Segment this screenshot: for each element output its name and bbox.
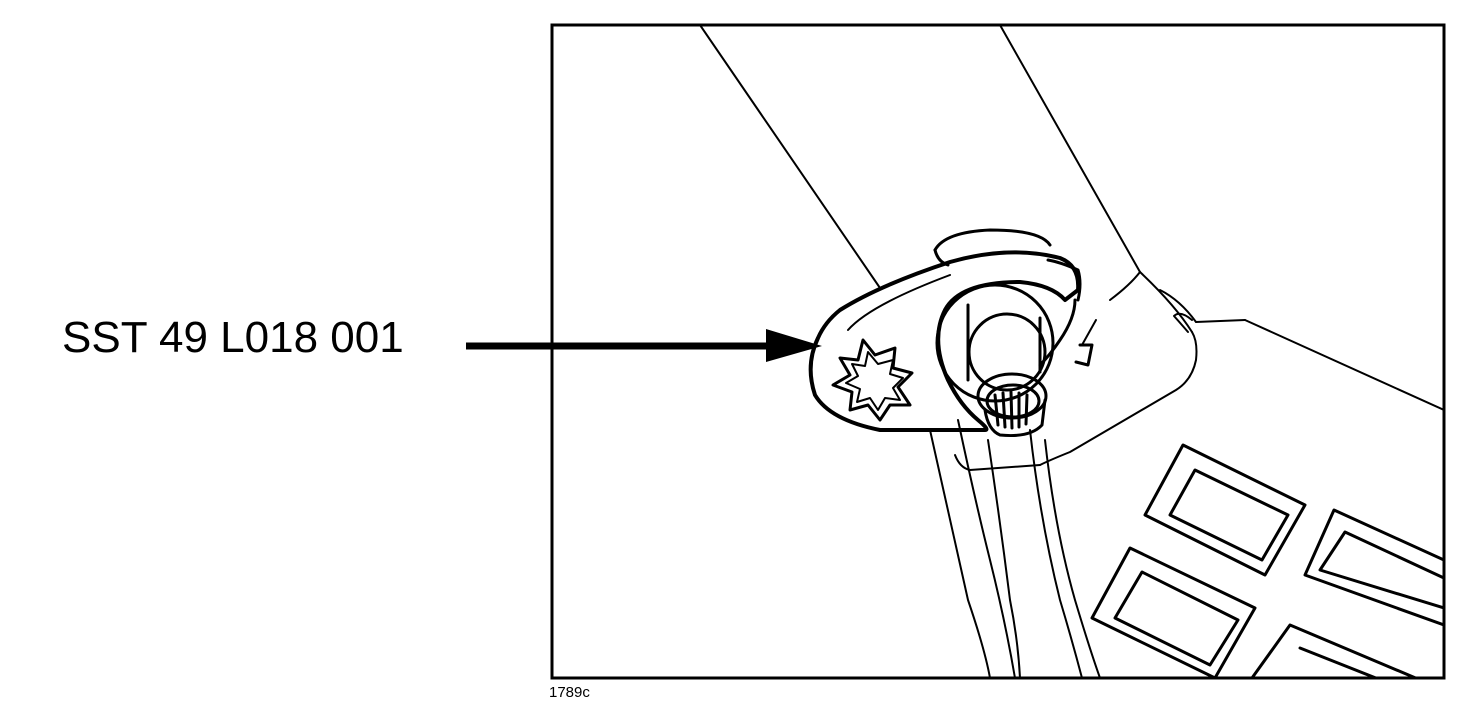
callout-arrow-head (766, 329, 822, 362)
callout-arrow (466, 329, 822, 362)
special-service-tool (808, 250, 1081, 432)
illustration-frame (550, 23, 1446, 680)
star-socket-inner (845, 351, 904, 411)
special-service-tool-callout-label: SST 49 L018 001 (62, 313, 404, 362)
cable-hose (929, 419, 1101, 678)
button-recess-grid (1090, 443, 1444, 678)
raised-panel (954, 271, 1444, 471)
figure-reference-number: 1789c (549, 684, 590, 701)
body-panel-edges (699, 25, 1193, 333)
